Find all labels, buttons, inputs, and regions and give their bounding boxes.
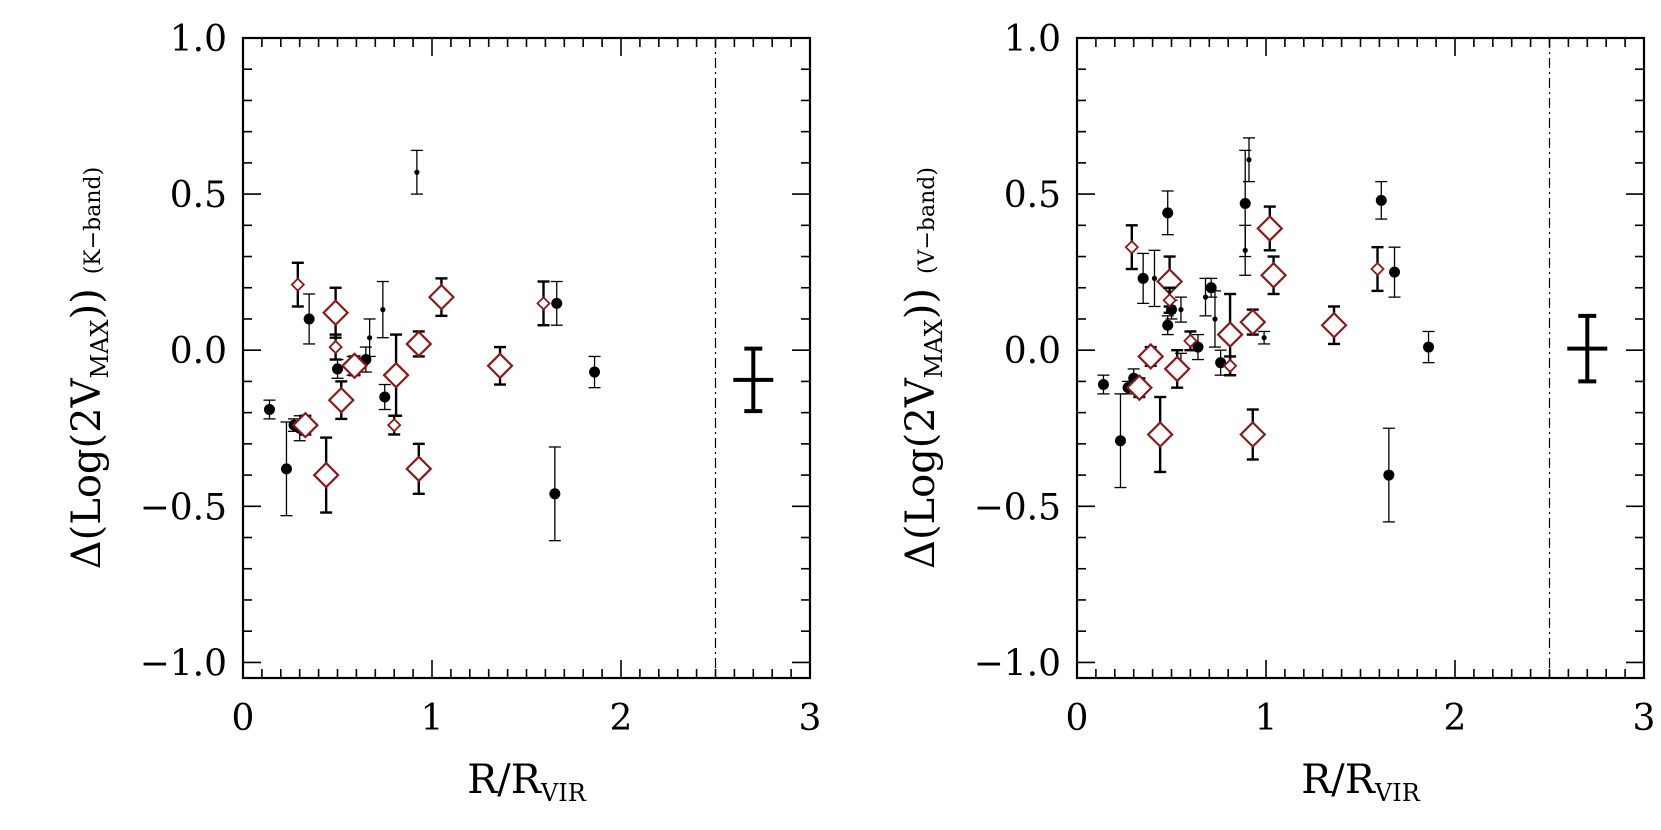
circle-marker — [1389, 266, 1401, 278]
circle-marker — [1162, 319, 1174, 331]
x-tick-label: 3 — [1633, 698, 1656, 739]
y-tick-label: 0.5 — [170, 175, 227, 216]
circle-marker — [280, 463, 292, 475]
circle-marker — [1097, 379, 1109, 391]
diamond-marker — [405, 455, 433, 483]
diamond-marker — [1183, 333, 1198, 349]
diamond-marker — [1222, 358, 1238, 374]
circle-marker — [380, 307, 386, 313]
panel-v-band: 0 1 2 3 −1.0 −0.5 0.0 0.5 1.0R/RVIR Δ(Log(2VMAX))… — [898, 19, 1655, 807]
diamond-marker — [427, 283, 456, 311]
diamond-marker — [386, 417, 402, 433]
x-tick-label: 1 — [421, 698, 444, 739]
y-tick-label: −0.5 — [140, 487, 227, 528]
circle-marker — [379, 391, 391, 403]
diamond-marker — [1256, 214, 1284, 242]
diamond-marker — [290, 277, 306, 292]
circle-marker — [1178, 307, 1184, 313]
diamond-marker — [1137, 342, 1165, 370]
circle-marker — [1202, 294, 1209, 300]
circle-marker — [263, 404, 275, 416]
y-tick-label: 0.0 — [170, 331, 227, 372]
circle-marker — [1423, 341, 1435, 353]
plot-frame — [241, 36, 812, 680]
circle-marker — [1242, 247, 1248, 253]
y-tick-label: −1.0 — [974, 643, 1061, 684]
diamond-marker — [312, 461, 340, 489]
diamond-marker — [536, 296, 551, 311]
x-tick-label: 0 — [1066, 698, 1089, 739]
x-tick-label: 2 — [610, 698, 633, 739]
circle-marker — [551, 297, 563, 309]
diamond-marker — [322, 299, 350, 327]
circle-marker — [1239, 197, 1251, 209]
y-tick-label: 1.0 — [1004, 19, 1061, 60]
diamond-marker — [328, 339, 343, 355]
circle-marker — [332, 363, 343, 375]
circle-marker — [1114, 435, 1126, 447]
diamond-marker — [1370, 261, 1385, 277]
diamond-marker — [1125, 374, 1153, 402]
x-axis-title: R/RVIR — [467, 757, 587, 807]
diamond-marker — [1239, 308, 1267, 336]
diamond-marker — [1146, 420, 1174, 449]
diamond-marker — [327, 386, 355, 414]
y-tick-label: 0.0 — [1004, 331, 1061, 372]
circle-marker — [303, 313, 315, 325]
diamond-marker — [1216, 321, 1244, 349]
circle-marker — [1261, 335, 1267, 341]
diamond-marker — [1163, 355, 1191, 383]
diamond-marker — [405, 330, 433, 358]
x-axis-title: R/RVIR — [1301, 757, 1421, 807]
circle-marker — [549, 488, 561, 500]
y-axis-title: Δ(Log(2VMAX))(K−band) — [64, 167, 114, 569]
diamond-marker — [382, 361, 410, 389]
diamond-marker — [291, 411, 319, 439]
y-tick-label: 0.5 — [1004, 175, 1061, 216]
y-axis-title: Δ(Log(2VMAX))(V−band) — [898, 167, 948, 569]
y-tick-label: −1.0 — [140, 643, 227, 684]
x-tick-label: 1 — [1255, 698, 1278, 739]
panel-k-band: 0 1 2 3 −1.0 −0.5 0.0 0.5 1.0R/RVIR Δ(Log(2VMAX))… — [64, 19, 821, 807]
circle-marker — [589, 366, 601, 378]
diamond-marker — [1239, 420, 1267, 449]
circle-marker — [1137, 272, 1149, 284]
diamond-marker — [340, 352, 369, 380]
circle-marker — [1212, 316, 1218, 322]
circle-marker — [1151, 275, 1158, 281]
diamond-marker — [1260, 261, 1288, 289]
y-tick-label: 1.0 — [170, 19, 227, 60]
x-tick-label: 0 — [232, 698, 255, 739]
circle-marker — [1383, 469, 1395, 481]
x-tick-label: 2 — [1444, 698, 1467, 739]
circle-marker — [1375, 194, 1387, 206]
circle-marker — [1246, 157, 1252, 163]
circle-marker — [1162, 207, 1174, 219]
circle-marker — [367, 335, 373, 341]
diamond-marker — [1320, 311, 1348, 339]
diamond-marker — [1162, 292, 1177, 308]
diamond-marker — [1124, 239, 1140, 255]
circle-marker — [414, 169, 420, 175]
diamond-marker — [486, 352, 514, 380]
y-tick-label: −0.5 — [974, 487, 1061, 528]
x-tick-label: 3 — [799, 698, 822, 739]
